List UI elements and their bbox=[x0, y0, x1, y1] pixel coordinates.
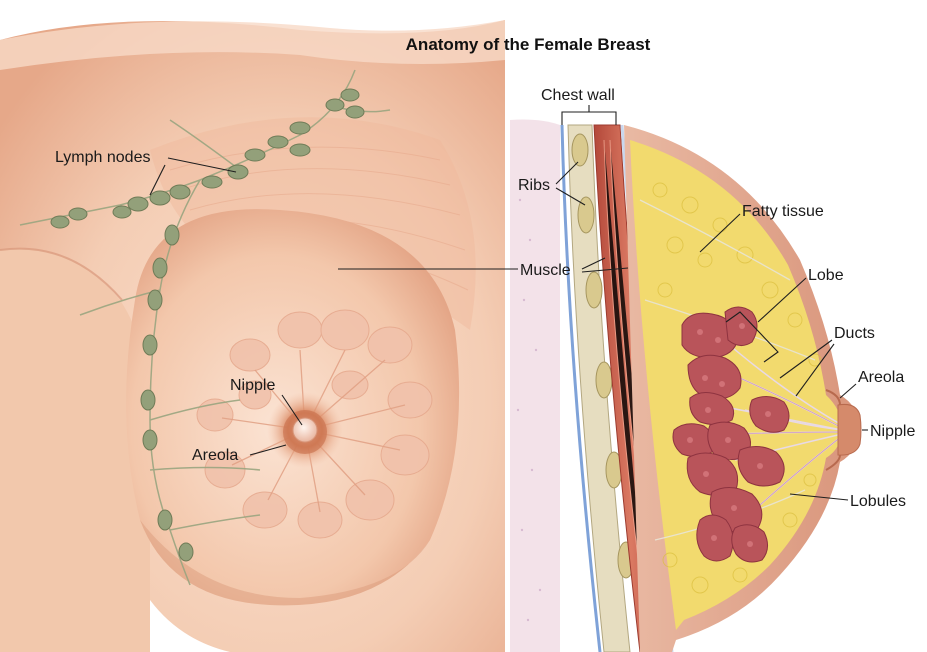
front-view bbox=[0, 20, 505, 652]
leader-areola-side bbox=[840, 384, 856, 398]
label-nipple-front: Nipple bbox=[230, 377, 275, 394]
label-ducts: Ducts bbox=[834, 325, 875, 342]
label-muscle: Muscle bbox=[520, 262, 571, 279]
nipple-side bbox=[838, 404, 861, 455]
diagram-title: Anatomy of the Female Breast bbox=[406, 35, 651, 54]
label-areola-side: Areola bbox=[858, 369, 904, 386]
label-chest-wall: Chest wall bbox=[541, 87, 615, 104]
nipple-front bbox=[293, 418, 317, 442]
label-lobules: Lobules bbox=[850, 493, 906, 510]
label-areola-front: Areola bbox=[192, 447, 238, 464]
posterior-tissue bbox=[510, 120, 560, 652]
label-ribs: Ribs bbox=[518, 177, 550, 194]
label-lobe: Lobe bbox=[808, 267, 844, 284]
label-fatty-tissue: Fatty tissue bbox=[742, 203, 824, 220]
label-nipple-side: Nipple bbox=[870, 423, 915, 440]
bracket-chest-wall bbox=[562, 105, 616, 125]
label-lymph-nodes: Lymph nodes bbox=[55, 149, 150, 166]
cross-section bbox=[510, 120, 861, 652]
